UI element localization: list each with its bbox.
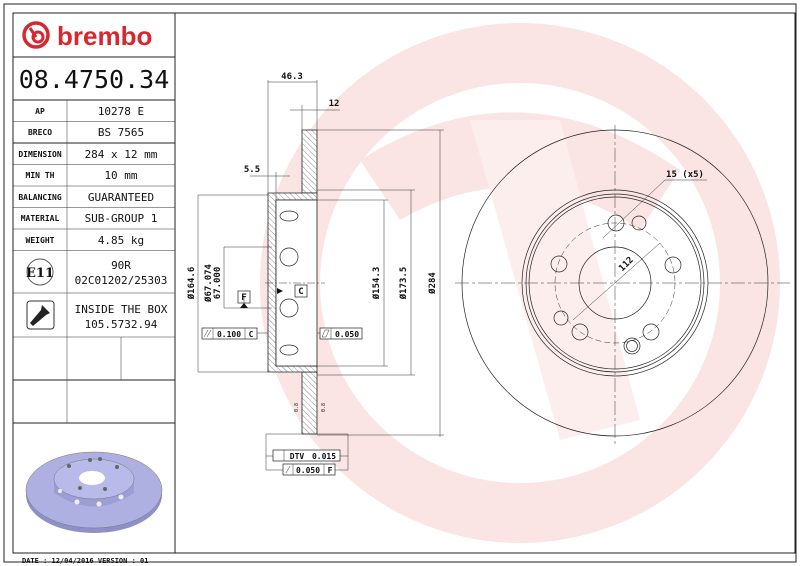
- e11-label: E11: [26, 266, 54, 281]
- tol-value: 0.100: [217, 330, 241, 339]
- spec-label: DIMENSION: [18, 150, 62, 159]
- spec-label: WEIGHT: [26, 236, 55, 245]
- dim-12: 12: [329, 99, 340, 109]
- datum-c: C: [298, 287, 303, 297]
- dim-dia-67-074: Ø67.074: [203, 263, 214, 303]
- homologation-number: 02C01202/25303: [75, 274, 168, 287]
- spec-label: AP: [35, 107, 45, 116]
- spec-label: MIN TH: [26, 171, 55, 180]
- flatness-tolerance: 0.050: [319, 327, 363, 340]
- brembo-logo: brembo: [22, 21, 152, 51]
- dtv-value: 0.015: [312, 452, 336, 461]
- spec-value: 10 mm: [104, 169, 137, 182]
- dtv-tolerance: DTV 0.015: [272, 449, 341, 462]
- outer-border: [3, 3, 797, 563]
- tol-value: 0.050: [335, 330, 359, 339]
- disc-3d-render: [25, 451, 163, 533]
- inside-box-part: 105.5732.94: [85, 318, 158, 331]
- spec-label: BALANCING: [18, 193, 62, 202]
- roughness-left: 0.8: [294, 403, 300, 412]
- dim-dia-154-3: Ø154.3: [371, 267, 382, 301]
- roughness-right: 0.8: [321, 403, 327, 412]
- tol-ref: C: [249, 330, 254, 339]
- spec-value: SUB-GROUP 1: [85, 212, 158, 225]
- bolt-hole-dim: 15 (x5): [666, 170, 704, 180]
- date-version: DATE : 12/04/2016 VERSION : 01: [22, 557, 148, 565]
- homologation-code: 90R: [111, 259, 131, 272]
- dim-67-000: 67.000: [213, 267, 223, 300]
- dim-dia-164-6: Ø164.6: [186, 267, 197, 301]
- bolt-circle-dim: 112: [617, 255, 636, 274]
- inside-box-label: INSIDE THE BOX: [75, 303, 168, 316]
- spec-label: BRECO: [28, 128, 52, 137]
- spec-label: MATERIAL: [21, 214, 60, 223]
- dim-dia-284: Ø284: [427, 272, 438, 295]
- runout-value: 0.050: [296, 466, 320, 475]
- screw-icon: [26, 300, 55, 330]
- dim-46-3: 46.3: [281, 72, 303, 82]
- runout-ref: F: [328, 466, 333, 475]
- spec-value: 284 x 12 mm: [85, 148, 158, 161]
- inner-border: [12, 12, 796, 554]
- section-view: 46.3 12 5.5 Ø164.6 Ø67.074 67.000 Ø154.3…: [186, 72, 444, 476]
- spec-value: BS 7565: [98, 126, 144, 139]
- runout-tolerance: 0.050 F: [282, 463, 336, 476]
- part-number: 08.4750.34: [19, 65, 170, 94]
- brand-name: brembo: [57, 21, 152, 51]
- spec-value: 4.85 kg: [98, 234, 144, 247]
- front-view: 112 15 (x5): [455, 125, 790, 445]
- e11-homologation-badge: E11: [26, 258, 54, 286]
- spec-value: 10278 E: [98, 105, 144, 118]
- dtv-label: DTV: [290, 452, 305, 461]
- parallelism-tolerance: 0.100 C: [201, 327, 258, 340]
- dim-5-5: 5.5: [244, 165, 260, 175]
- spec-value: GUARANTEED: [88, 191, 154, 204]
- dim-dia-173-5: Ø173.5: [398, 267, 409, 301]
- spec-table-grid: [13, 56, 175, 424]
- spec-rows: AP 10278 E BRECO BS 7565 DIMENSION 284 x…: [18, 105, 157, 247]
